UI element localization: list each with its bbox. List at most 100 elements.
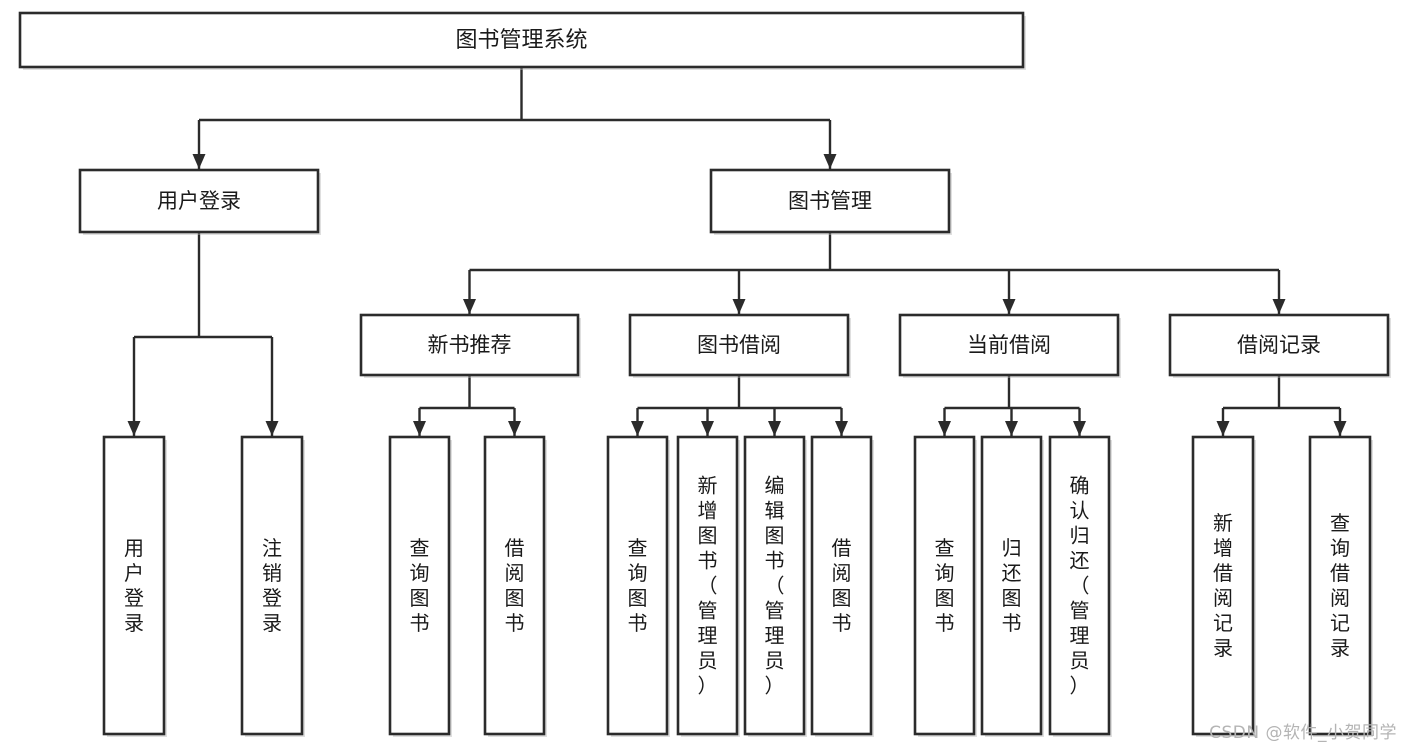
- node-label-char: 书: [832, 611, 852, 635]
- node-label-char: 录: [1213, 636, 1233, 660]
- node-label-char: 确: [1070, 474, 1090, 498]
- node-label-char: 借: [1330, 561, 1350, 585]
- node-label-char: 查: [628, 536, 648, 560]
- node-label-char: 登: [124, 586, 144, 610]
- node-label-char: 阅: [1213, 586, 1233, 610]
- node-label: 当前借阅: [967, 333, 1051, 357]
- node-label-char: 书: [935, 611, 955, 635]
- node-label-char: 录: [1330, 636, 1350, 660]
- arrow-head-icon: [835, 421, 848, 436]
- arrow-head-icon: [1005, 421, 1018, 436]
- node-label-char: 录: [124, 611, 144, 635]
- node-label-char: （: [1070, 574, 1090, 598]
- node-rect: [483, 435, 546, 736]
- arrow-head-icon: [1216, 421, 1230, 436]
- node-label-char: ）: [698, 674, 718, 698]
- arrow-head-icon: [1073, 421, 1086, 436]
- node-label-char: ）: [765, 674, 785, 698]
- node-new-book-recommend[interactable]: 新书推荐: [359, 313, 581, 378]
- node-label-char: 询: [410, 561, 430, 585]
- arrow-head-icon: [413, 421, 426, 436]
- node-label-char: ）: [1070, 674, 1090, 698]
- node-current-borrow[interactable]: 当前借阅: [898, 313, 1121, 378]
- node-label-char: 图: [765, 524, 785, 548]
- node-label-char: 借: [1213, 561, 1233, 585]
- watermark-text: CSDN @软件_小贺同学: [1209, 723, 1397, 743]
- node-rect: [388, 435, 451, 736]
- node-root[interactable]: 图书管理系统: [18, 11, 1026, 70]
- arrow-head-icon: [768, 421, 781, 436]
- node-label-char: 理: [1070, 624, 1090, 648]
- node-label-char: 书: [628, 611, 648, 635]
- node-user-login[interactable]: 用户登录: [78, 168, 321, 235]
- arrow-head-icon: [823, 154, 837, 169]
- node-label-char: 书: [1002, 611, 1022, 635]
- node-label-char: 员: [1070, 649, 1090, 673]
- node-rect: [810, 435, 873, 736]
- node-label-char: 还: [1070, 549, 1090, 573]
- node-label-char: 查: [935, 536, 955, 560]
- node-label-char: 管: [698, 599, 718, 623]
- node-borrow-record[interactable]: 借阅记录: [1168, 313, 1391, 378]
- node-label: 图书借阅: [697, 333, 781, 357]
- node-label-char: 图: [935, 586, 955, 610]
- node-label-char: 编: [765, 474, 785, 498]
- node-label-char: 注: [262, 536, 282, 560]
- node-label-char: 员: [765, 649, 785, 673]
- node-label-char: 户: [124, 561, 144, 585]
- arrow-head-icon: [1333, 421, 1347, 436]
- node-book-management[interactable]: 图书管理: [709, 168, 952, 235]
- node-rect: [359, 313, 580, 377]
- arrow-head-icon: [265, 421, 279, 436]
- node-rect: [709, 168, 951, 234]
- node-rect: [1308, 435, 1372, 736]
- node-rect: [743, 435, 806, 736]
- node-rect: [980, 435, 1043, 736]
- node-label-char: 销: [262, 561, 282, 585]
- node-rect: [1191, 435, 1255, 736]
- node-label: 新书推荐: [428, 333, 512, 357]
- arrow-head-icon: [938, 421, 951, 436]
- node-label-char: （: [765, 574, 785, 598]
- node-label-char: 书: [698, 549, 718, 573]
- node-label-char: 管: [1070, 599, 1090, 623]
- arrow-head-icon: [1002, 299, 1016, 314]
- node-label-char: 书: [410, 611, 430, 635]
- node-label-char: 图: [505, 586, 525, 610]
- node-label-char: （: [698, 574, 718, 598]
- node-label: 用户登录: [157, 189, 241, 213]
- arrow-head-icon: [508, 421, 521, 436]
- node-rect: [240, 435, 304, 736]
- node-label: 借阅记录: [1237, 333, 1321, 357]
- node-label-char: 查: [410, 536, 430, 560]
- node-user-login-leaf[interactable]: 用户登录: [102, 435, 167, 737]
- node-rect: [913, 435, 976, 736]
- node-book-borrow[interactable]: 图书借阅: [628, 313, 851, 378]
- node-label-char: 录: [262, 611, 282, 635]
- node-label-char: 理: [698, 624, 718, 648]
- node-rect: [898, 313, 1120, 377]
- node-label-char: 询: [628, 561, 648, 585]
- node-label: 图书管理系统: [455, 28, 587, 53]
- node-rect: [606, 435, 669, 736]
- node-label-char: 增: [698, 499, 718, 523]
- arrow-head-icon: [463, 299, 476, 314]
- node-rect: [628, 313, 850, 377]
- node-label-char: 新: [1213, 511, 1233, 535]
- node-label-char: 图: [698, 524, 718, 548]
- node-label-char: 用: [124, 536, 144, 560]
- node-label-char: 借: [832, 536, 852, 560]
